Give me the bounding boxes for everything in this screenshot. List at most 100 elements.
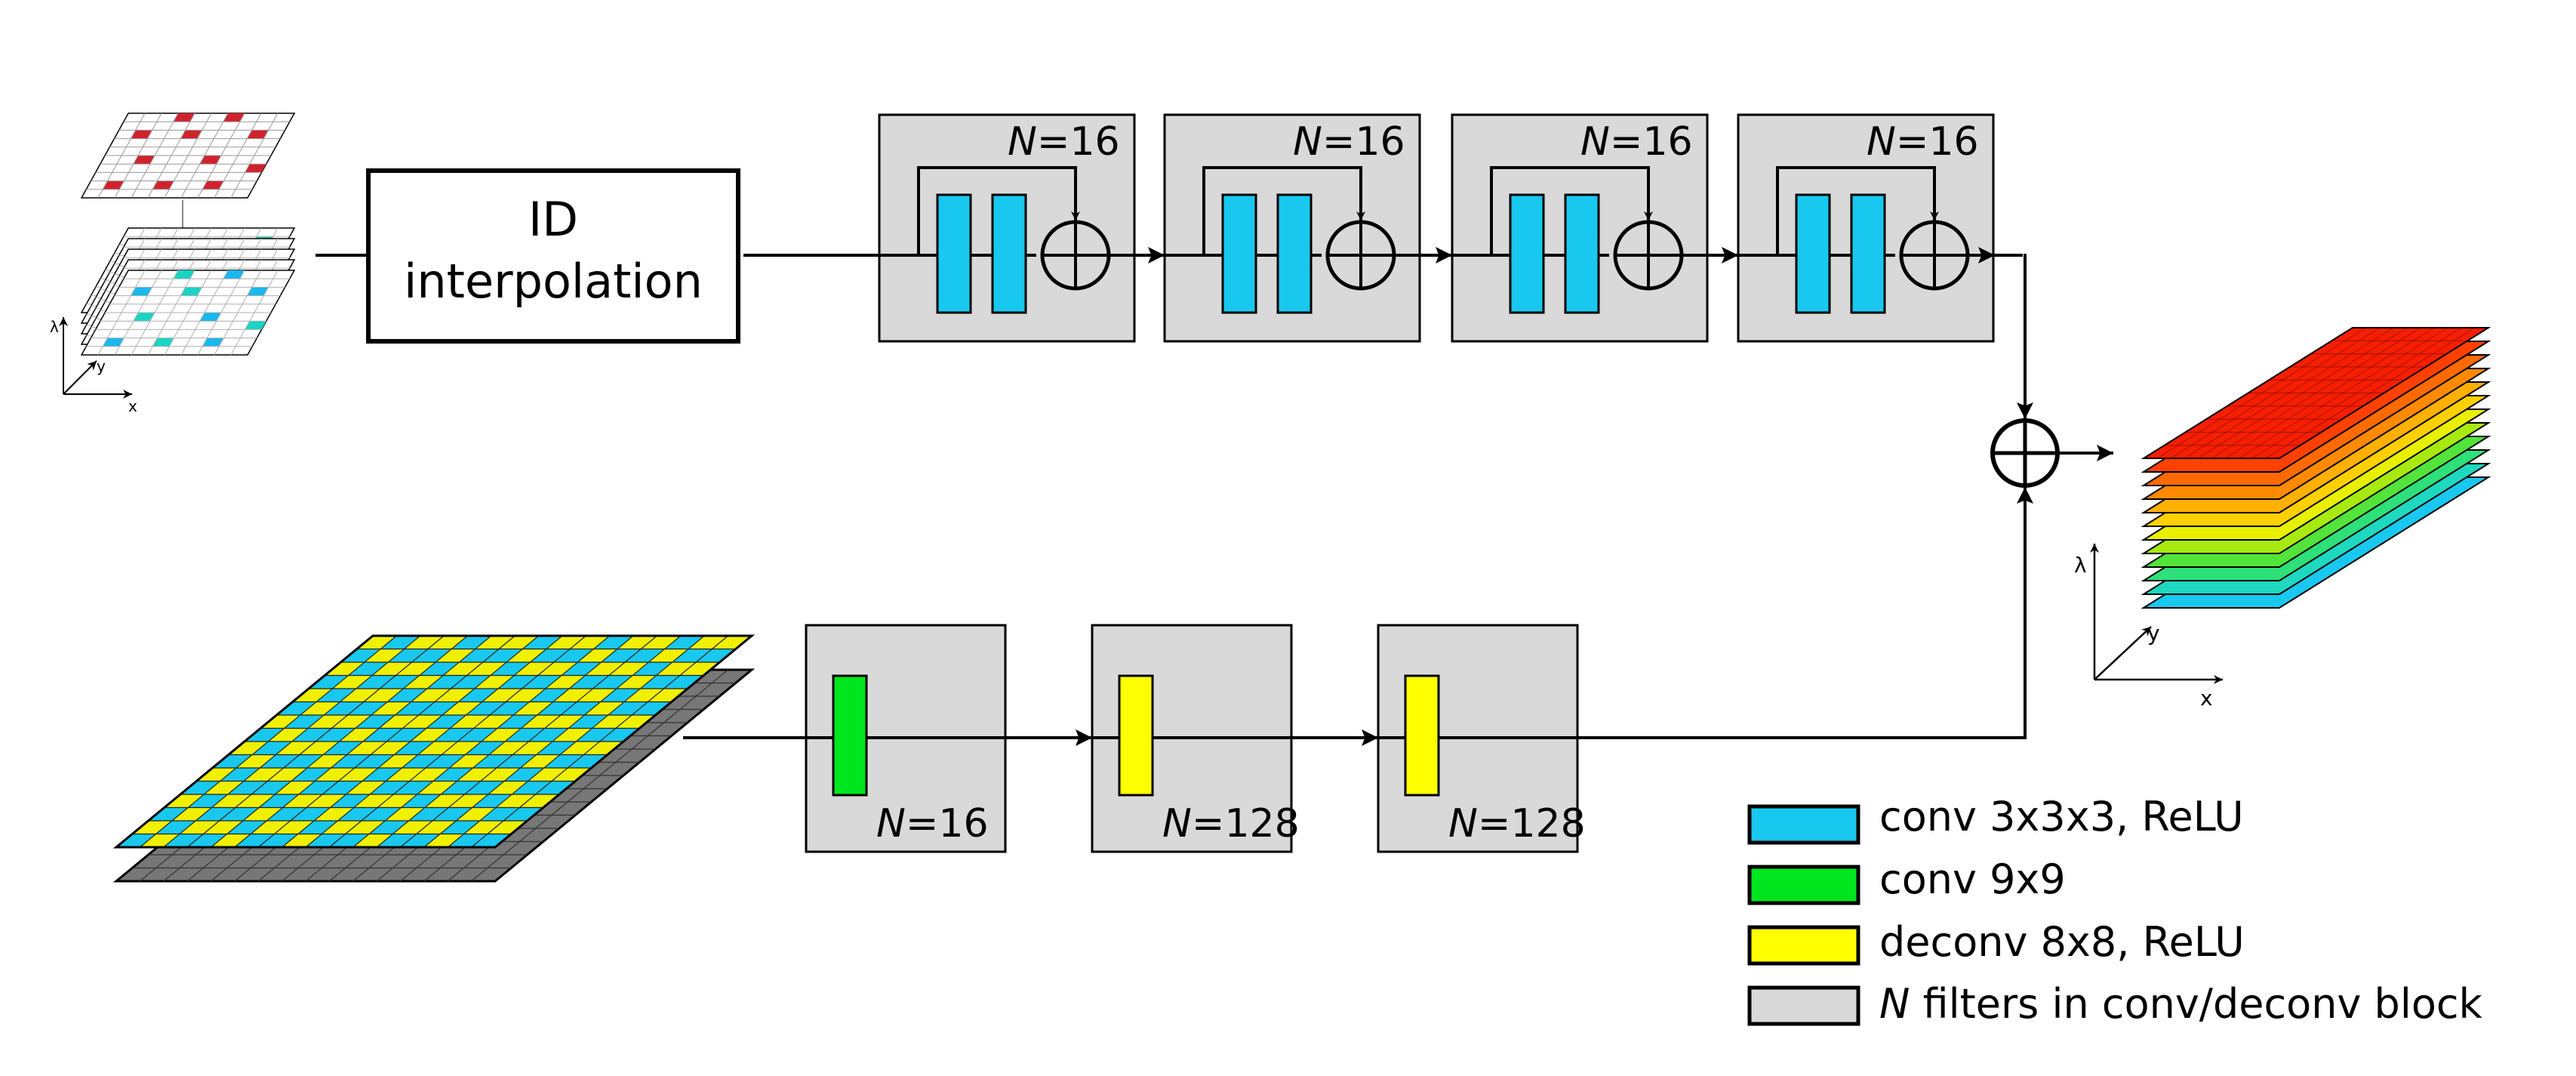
mosaic-cell [307,754,347,768]
mosaic-cell [450,715,490,729]
mosaic-cell [426,675,467,689]
residual-block-n-label: N=16 [1580,119,1693,165]
mosaic-cell [481,728,522,741]
conv-deconv-block-n-symbol: N [1162,801,1192,846]
mosaic-cell [394,741,434,755]
mosaic-cell [632,701,672,715]
mosaic-cell [323,741,363,755]
mosaic-cell [504,768,544,782]
mosaic-cell [361,807,402,821]
mosaic-cell [196,768,236,782]
output-band-plane [2141,327,2491,459]
mosaic-cell [514,662,554,676]
mosaic-cell [220,768,260,782]
mosaic-cell [322,781,362,794]
mosaic-cell [282,834,322,847]
mosaic-cell [325,662,365,676]
mosaic-cell [464,781,505,794]
mosaic-cell [513,701,553,715]
mosaic-cell [426,715,466,729]
mosaic-cell [370,781,410,794]
mosaic-cell [488,781,528,794]
legend-label-block: N filters in conv/deconv block [1879,980,2483,1028]
mosaic-cell [601,649,642,662]
mosaic-cell [411,689,451,702]
input-sample-cell [245,321,266,330]
conv2d-layer [832,674,868,797]
mosaic-cell [309,675,349,689]
mosaic-cell [379,715,419,729]
conv-deconv-block-n-value: =128 [1192,801,1300,846]
conv-deconv-block-n-value: =16 [906,801,989,846]
legend-swatch-block [1747,985,1860,1026]
mosaic-cell [489,701,530,715]
mosaic-cell [473,715,514,729]
mosaic-cell [331,715,371,729]
mosaic-cell [435,649,475,662]
mosaic-cell [553,649,594,662]
mosaic-cell [543,754,584,768]
mosaic-cell [291,728,332,741]
conv3d-layer [1795,193,1831,314]
mosaic-cell [457,728,497,741]
mosaic-cell [419,662,460,676]
mosaic-cell [480,768,521,782]
mosaic-cell [672,649,712,662]
mosaic-cell [432,807,472,821]
output-axis-lambda: λ [2074,553,2087,578]
mosaic-cell [410,728,451,741]
mosaic-cell [180,821,220,834]
mosaic-cell [393,781,433,794]
mosaic-cell [332,675,372,689]
mosaic-cell [463,821,504,834]
mosaic-cell [352,834,393,847]
mosaic-cell [386,768,426,782]
mosaic-cell [417,741,458,755]
mosaic-cell [338,768,379,782]
input-sample-cell [199,313,221,322]
mosaic-cell [388,649,428,662]
mosaic-cell [298,781,339,794]
mosaic-cell [195,807,235,821]
mosaic-cell [625,649,665,662]
mask-sample-cell [152,180,174,190]
mosaic-cell [322,821,362,834]
mosaic-cell [632,662,672,676]
mosaic-cell [552,728,592,741]
mosaic-cell [712,636,752,649]
interpolation-label-line1: ID [528,192,578,247]
mosaic-cell [656,662,697,676]
mosaic-cell [499,636,539,649]
input-sample-cell [152,338,174,347]
mosaic-cell [512,781,552,794]
mosaic-cell [427,636,468,649]
mosaic-cell [380,675,420,689]
mosaic-cell [282,794,323,808]
mosaic-cell [276,701,317,715]
residual-block: N=16 [1737,113,1995,343]
skip-connection [1490,166,1653,255]
mosaic-cell [577,689,617,702]
mosaic-cell [537,662,578,676]
mosaic-cell [324,701,364,715]
mosaic-cell [155,821,196,834]
mosaic-cell [688,636,728,649]
mosaic-cell [577,649,617,662]
mosaic-cell [522,636,562,649]
mosaic-cell [496,794,536,808]
conv-deconv-block: N=128 [1091,624,1378,853]
mosaic-cell [260,754,300,768]
residual-block-n-label: N=16 [1867,119,1979,165]
mosaic-cell [456,807,496,821]
input-band-layer [80,270,296,356]
mosaic-cell [316,689,356,702]
skip-connection [1202,166,1365,255]
mosaic-cell [292,689,333,702]
mosaic-cell [497,754,537,768]
mosaic-cell [617,636,657,649]
mosaic-cell [315,768,355,782]
mosaic-cell [479,807,520,821]
input-sample-cell [247,287,269,296]
